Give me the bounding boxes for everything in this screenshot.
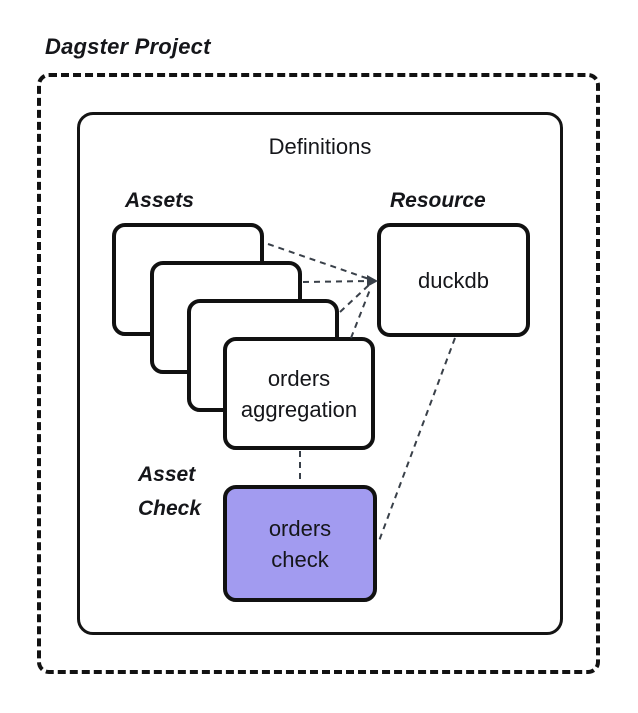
- assets-group-label: Assets: [125, 189, 194, 212]
- resource-group-label: Resource: [390, 189, 486, 212]
- definitions-label: Definitions: [268, 134, 372, 159]
- dagster-project-boundary: [37, 73, 600, 674]
- duckdb-resource-node: duckdb: [377, 223, 530, 337]
- project-title: Dagster Project: [45, 34, 211, 59]
- orders-check-node: orders check: [223, 485, 377, 602]
- asset-check-group-label: Asset Check: [138, 463, 202, 520]
- orders-aggregation-node: orders aggregation: [223, 337, 375, 450]
